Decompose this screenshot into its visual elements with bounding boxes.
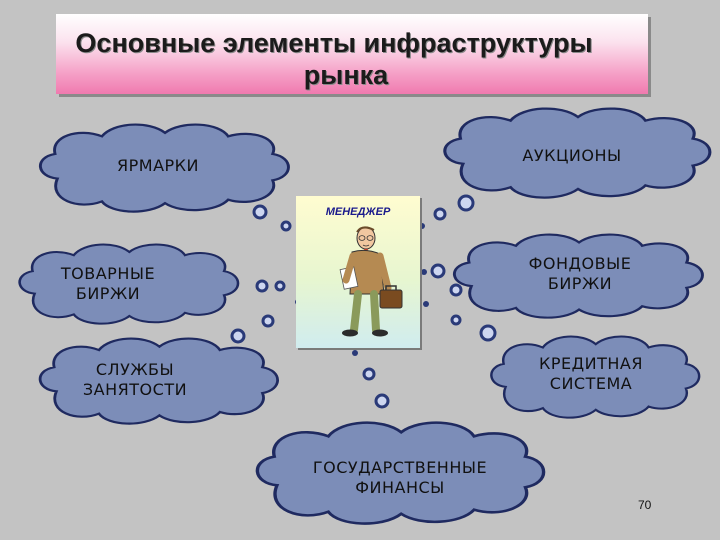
title-banner: Основные элементы инфраструктуры рынка xyxy=(56,14,648,94)
connector-dot xyxy=(423,301,429,307)
manager-figure-icon xyxy=(339,226,403,337)
label-commodity-exchanges: ТОВАРНЫЕ БИРЖИ xyxy=(60,264,156,303)
page-number: 70 xyxy=(638,498,652,512)
connector-dot xyxy=(419,223,425,229)
connector-dot xyxy=(450,314,462,326)
connector-dot xyxy=(280,220,292,232)
label-employment-services: СЛУЖБЫ ЗАНЯТОСТИ xyxy=(82,360,188,399)
connector-dot xyxy=(433,207,447,221)
label-fairs: ЯРМАРКИ xyxy=(117,156,199,175)
label-credit-system: КРЕДИТНАЯ СИСТЕМА xyxy=(539,354,643,393)
connector-dot xyxy=(255,279,269,293)
connector-dot xyxy=(362,367,376,381)
connector-dot xyxy=(457,194,475,212)
connector-dot xyxy=(479,324,497,342)
label-auctions: АУКЦИОНЫ xyxy=(522,146,622,165)
connector-dot xyxy=(352,350,358,356)
connector-dot xyxy=(230,328,246,344)
title-line-1: Основные элементы инфраструктуры xyxy=(75,28,593,58)
manager-card: МЕНЕДЖЕР xyxy=(296,196,420,348)
connector-dot xyxy=(261,314,275,328)
title-line-2: рынка xyxy=(303,60,389,90)
connector-dot xyxy=(252,204,268,220)
connector-dot xyxy=(421,269,427,275)
label-public-finance: ГОСУДАРСТВЕННЫЕ ФИНАНСЫ xyxy=(312,458,488,497)
label-stock-exchanges: ФОНДОВЫЕ БИРЖИ xyxy=(528,254,632,293)
connector-dot xyxy=(449,283,463,297)
manager-label: МЕНЕДЖЕР xyxy=(325,206,391,218)
connector-dot xyxy=(274,280,286,292)
connector-dots xyxy=(230,194,497,409)
connector-dot xyxy=(430,263,446,279)
connector-dot xyxy=(374,393,390,409)
